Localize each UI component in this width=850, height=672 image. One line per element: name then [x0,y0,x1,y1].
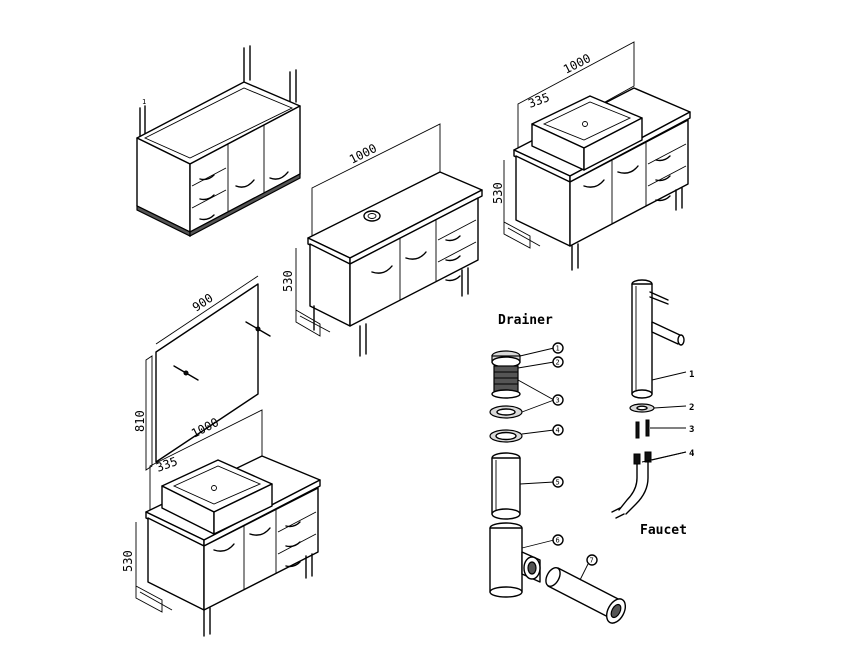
dim-height-top-right: 530 [491,182,505,204]
cabinet-center [295,123,483,357]
dim-marker-top-left: 1 [142,98,146,106]
faucet-title: Faucet [640,523,687,538]
faucet-callout-2: 2 [689,403,694,413]
mirror [145,275,271,471]
faucet-parts [611,279,685,519]
faucet-callout-1: 1 [689,370,694,380]
dim-height-mirror: 810 [133,410,147,432]
dim-height-bottom-left: 530 [121,550,135,572]
dim-basin-bottom-left: 335 [154,454,179,475]
drainer-callouts: 1 2 3 4 5 6 7 [517,342,598,581]
drainer-callout-4: 4 [556,427,560,435]
cabinet-frame-top-left [136,45,301,237]
drainer-callout-3: 3 [556,397,560,405]
faucet-callouts: 1 2 3 4 [641,370,695,463]
drainer-callout-7: 7 [590,557,594,565]
drainer-callout-2: 2 [556,359,560,367]
drainer-callout-1: 1 [556,345,560,353]
faucet-callout-3: 3 [689,425,694,435]
drainer-callout-6: 6 [556,537,560,545]
dim-basin-top-right: 335 [526,90,551,111]
dim-width-mirror: 900 [190,291,216,315]
dim-height-center: 530 [281,270,295,292]
drainer-title: Drainer [498,313,553,328]
cabinet-bottom-left [135,409,321,637]
cabinet-top-right [503,41,691,271]
drainer-parts [489,350,627,624]
faucet-callout-4: 4 [689,449,695,459]
drainer-callout-5: 5 [556,479,560,487]
